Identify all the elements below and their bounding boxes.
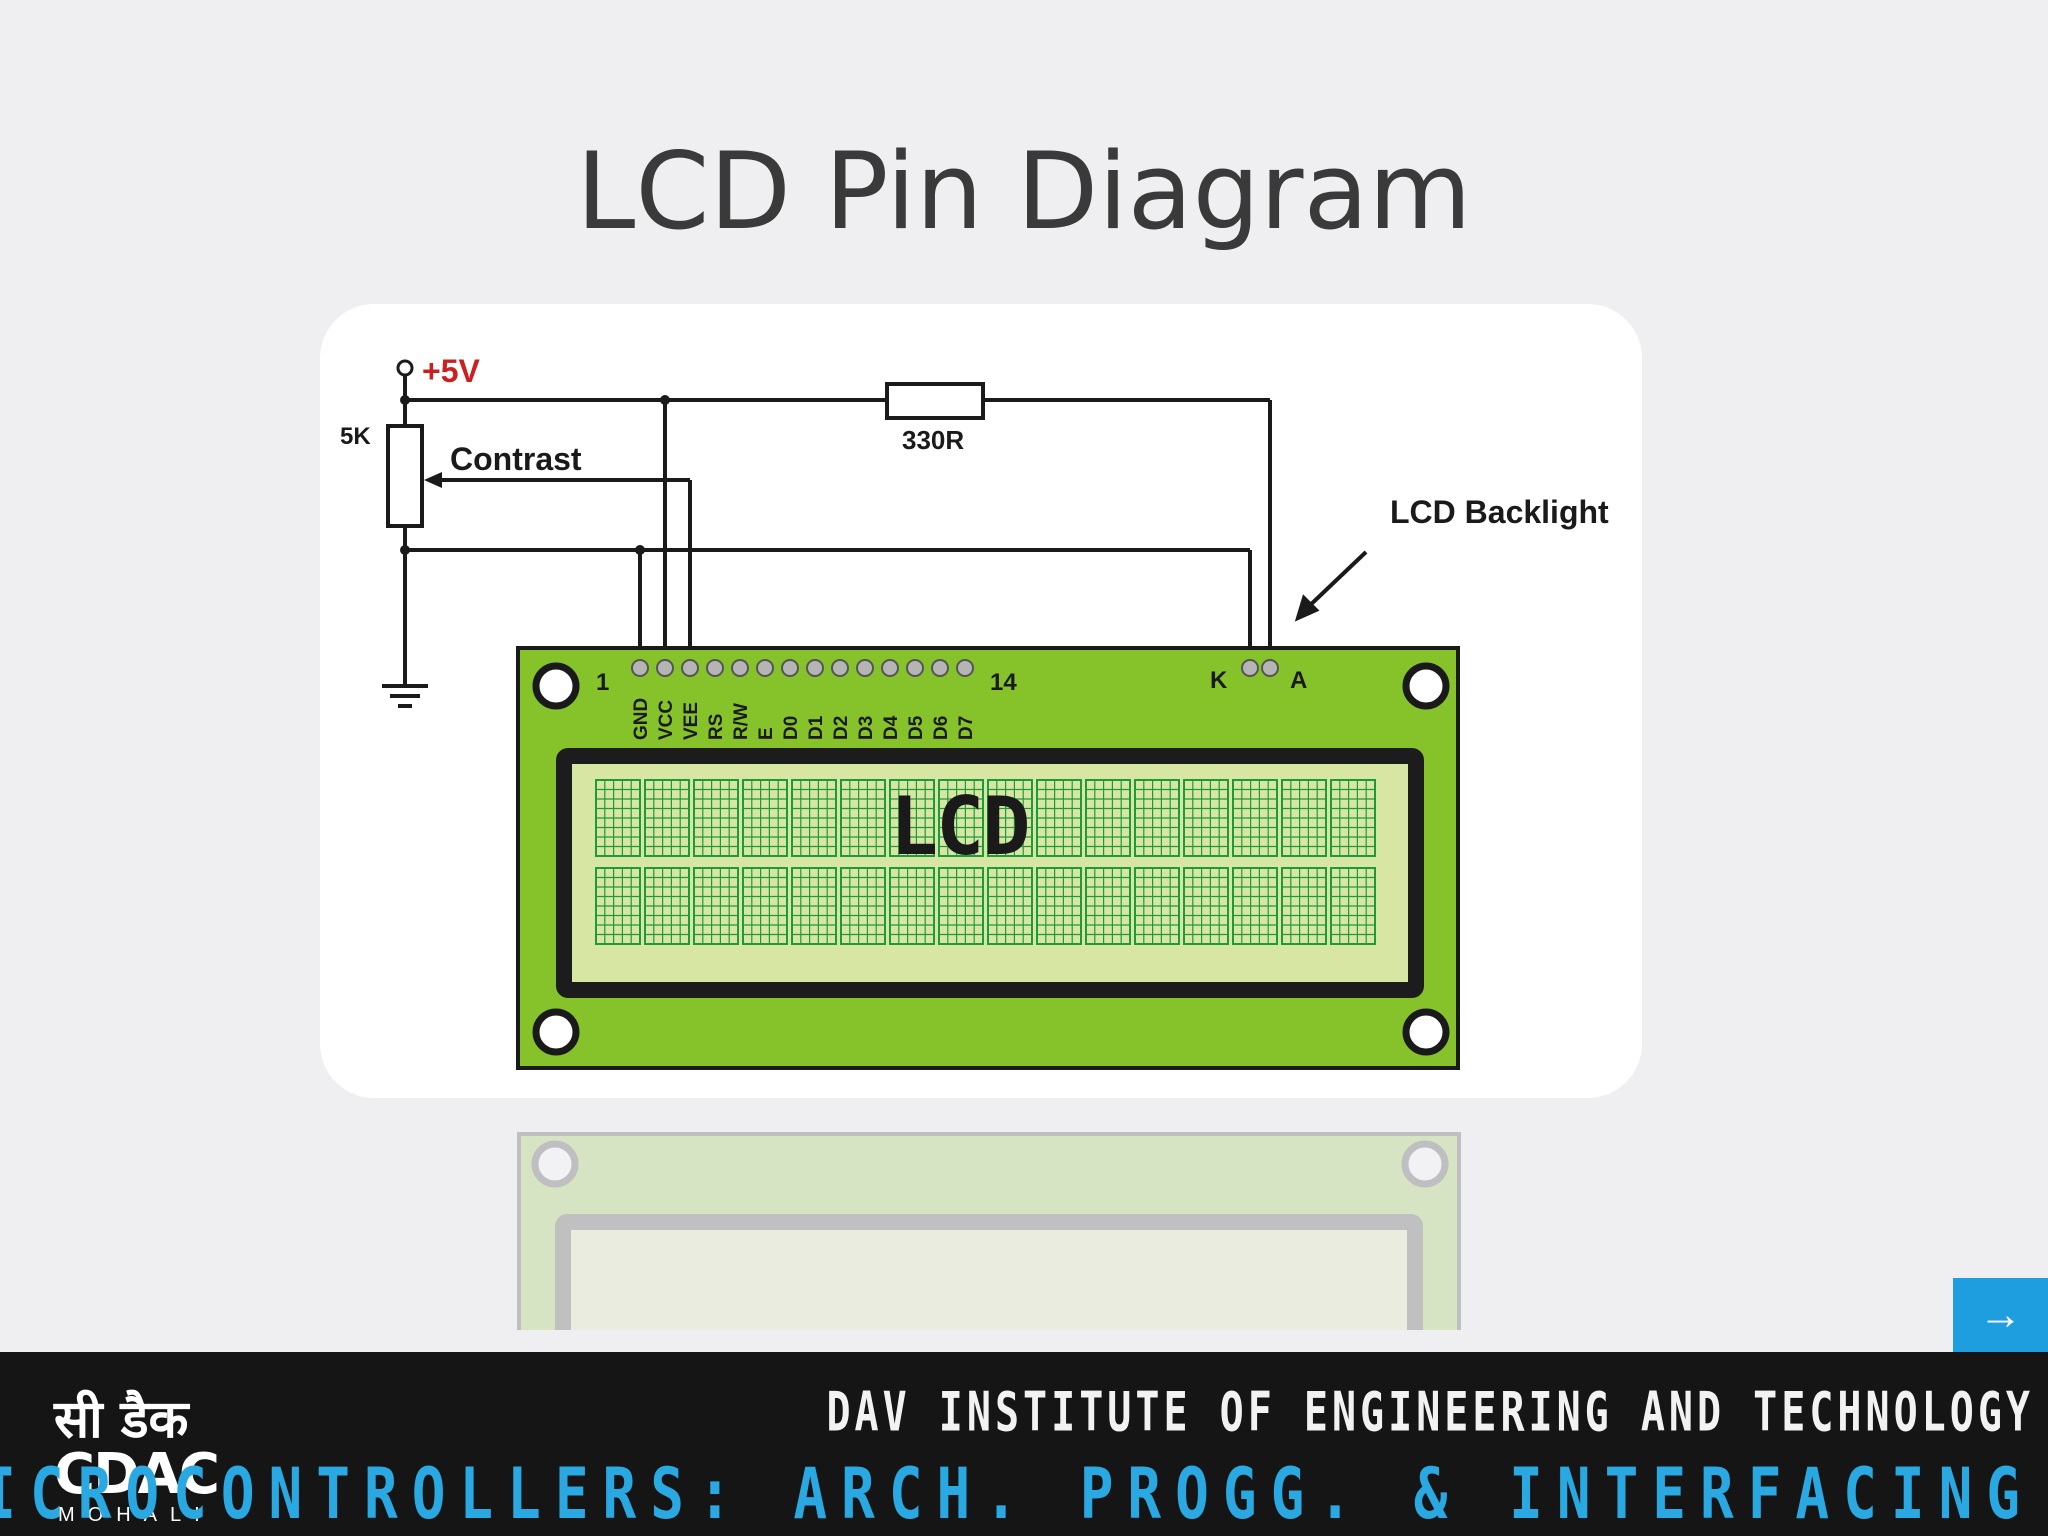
pin-label: D3 <box>856 716 877 740</box>
junction-dot <box>400 545 410 555</box>
logo-hindi-text: सी डैक <box>54 1390 189 1450</box>
backlight-label: LCD Backlight <box>1390 494 1609 530</box>
pin-last-label: 14 <box>990 669 1017 696</box>
backlight-arrow <box>1294 550 1368 622</box>
pin-3 <box>681 659 699 677</box>
pin-label: E <box>756 727 777 740</box>
pin-label: VCC <box>656 700 677 740</box>
pin-k <box>1241 659 1259 677</box>
pin-5 <box>731 659 749 677</box>
pin-12 <box>906 659 924 677</box>
pin-8 <box>806 659 824 677</box>
pin-11 <box>881 659 899 677</box>
mount-hole <box>532 1008 580 1056</box>
pin-label: D7 <box>956 716 977 740</box>
pin-label: D2 <box>831 716 852 740</box>
logo-city: MOHALI <box>58 1504 213 1526</box>
junction-dot <box>660 395 670 405</box>
pin-label: RS <box>706 714 727 740</box>
slide-title: LCD Pin Diagram <box>576 130 1472 253</box>
pin-first-label: 1 <box>596 669 609 696</box>
diagram-card: +5V 5K Contrast 330R LCD Backlight LCD G… <box>320 304 1642 1098</box>
pin-7 <box>781 659 799 677</box>
screen-text: LCD <box>890 780 1029 873</box>
pin-header <box>631 659 974 677</box>
pin-label: GND <box>631 698 652 740</box>
institute-name: DAV INSTITUTE OF ENGINEERING AND TECHNOL… <box>826 1382 2034 1445</box>
pin-label: R/W <box>731 703 752 740</box>
pin-label: D4 <box>881 715 902 740</box>
junction-dot <box>400 395 410 405</box>
pin-6 <box>756 659 774 677</box>
pin-9 <box>831 659 849 677</box>
resistor-label: 330R <box>902 425 964 455</box>
pin-label: VEE <box>681 702 702 740</box>
pin-label: D6 <box>931 716 952 740</box>
pin-1 <box>631 659 649 677</box>
pin-label: D1 <box>806 715 827 740</box>
arrow-right-icon: → <box>1978 1290 2023 1339</box>
cdac-logo: सी डैक CDAC MOHALI <box>52 1382 232 1526</box>
supply-label: +5V <box>422 353 480 389</box>
pin-a-label: A <box>1290 667 1307 694</box>
footer-banner: सी डैक CDAC MOHALI DAV INSTITUTE OF ENGI… <box>0 1352 2048 1536</box>
supply-terminal <box>396 359 414 377</box>
course-title: MICROCONTROLLERS: ARCH. PROGG. & INTERFA… <box>0 1454 2034 1536</box>
pin-2 <box>656 659 674 677</box>
pot-value-label: 5K <box>340 423 371 450</box>
lcd-pin-diagram: +5V 5K Contrast 330R LCD Backlight LCD G… <box>340 353 1609 1070</box>
ground-symbol <box>382 684 428 708</box>
character-grid <box>595 779 1376 945</box>
diagram-reflection <box>515 1130 1463 1330</box>
potentiometer <box>386 424 424 528</box>
contrast-label: Contrast <box>450 441 582 477</box>
next-slide-button[interactable]: → <box>1953 1278 2048 1352</box>
pin-label: D0 <box>781 716 802 740</box>
mount-hole <box>1402 662 1450 710</box>
pin-label: D5 <box>906 715 927 740</box>
pin-14 <box>956 659 974 677</box>
pin-4 <box>706 659 724 677</box>
resistor-330r <box>885 382 985 420</box>
logo-name: CDAC <box>54 1442 220 1507</box>
junction-dot <box>635 545 645 555</box>
pin-a <box>1261 659 1279 677</box>
pin-k-label: K <box>1210 667 1228 694</box>
mount-hole <box>532 662 580 710</box>
pin-10 <box>856 659 874 677</box>
mount-hole <box>1402 1008 1450 1056</box>
pin-13 <box>931 659 949 677</box>
wiper-arrow <box>424 472 442 488</box>
